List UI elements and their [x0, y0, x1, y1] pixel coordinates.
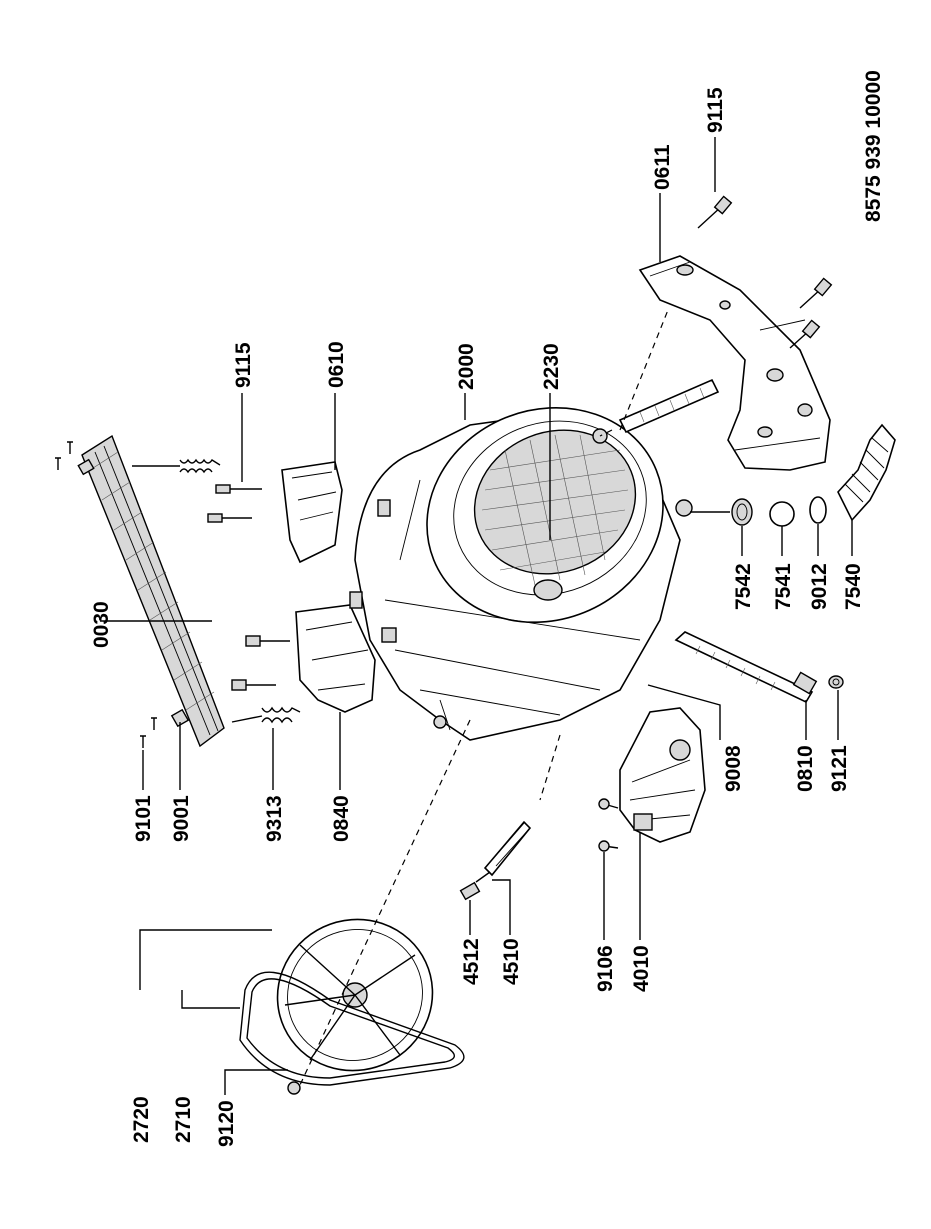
part-9120-screw — [287, 1081, 301, 1095]
leader-lines — [100, 137, 853, 1095]
part-0840-absorber — [231, 604, 376, 713]
assembly-lines — [299, 309, 669, 1086]
label-0610: 0610 — [325, 341, 348, 388]
label-9008: 9008 — [722, 745, 745, 792]
part-7541-ball — [769, 501, 795, 527]
part-9012-clamp — [809, 496, 827, 524]
part-0611-counterweight — [638, 255, 831, 471]
part-4510-heater — [483, 820, 532, 877]
label-9101: 9101 — [132, 795, 155, 842]
label-0840: 0840 — [330, 795, 353, 842]
part-0810-absorber-rod — [674, 631, 818, 704]
label-0810: 0810 — [794, 745, 817, 792]
label-2000: 2000 — [455, 343, 478, 390]
part-2710-belt — [239, 971, 465, 1086]
label-9115-upper: 9115 — [232, 342, 255, 388]
part-2000-tub — [349, 406, 693, 741]
label-2720: 2720 — [130, 1096, 153, 1143]
part-9106-screws — [598, 798, 619, 852]
label-9121: 9121 — [828, 745, 851, 792]
label-0611: 0611 — [651, 144, 674, 190]
part-labels: 0611 9115 0610 9115 2000 2230 0030 9101 … — [90, 70, 885, 1147]
label-9120: 9120 — [215, 1100, 238, 1147]
part-counterweight-rod — [618, 378, 720, 434]
document-code: 8575 939 10000 — [862, 70, 885, 222]
label-9001: 9001 — [170, 795, 193, 842]
label-7541: 7541 — [772, 563, 795, 610]
part-9313-springs — [132, 458, 301, 724]
part-4010-pump — [619, 707, 706, 843]
part-7542-seal — [731, 498, 753, 526]
part-9001-nuts — [77, 458, 190, 728]
label-0030: 0030 — [90, 601, 113, 648]
part-4512-sensor — [459, 871, 491, 901]
part-9121-nut — [828, 675, 844, 689]
label-9012: 9012 — [808, 563, 831, 610]
label-2230: 2230 — [540, 343, 563, 390]
part-2720-pulley — [276, 918, 434, 1072]
label-7542: 7542 — [732, 563, 755, 610]
label-4010: 4010 — [630, 945, 653, 992]
part-0030-bar — [81, 434, 225, 748]
part-7540-hose — [837, 423, 896, 522]
label-4510: 4510 — [500, 938, 523, 985]
label-2710: 2710 — [172, 1096, 195, 1143]
label-9115-top: 9115 — [704, 87, 727, 133]
label-9106: 9106 — [594, 945, 617, 992]
label-9313: 9313 — [263, 795, 286, 842]
part-9115-bolts — [697, 195, 833, 349]
part-9101-screws — [55, 441, 157, 748]
part-0610-absorber — [207, 461, 343, 564]
label-4512: 4512 — [460, 938, 483, 985]
label-7540: 7540 — [842, 563, 865, 610]
